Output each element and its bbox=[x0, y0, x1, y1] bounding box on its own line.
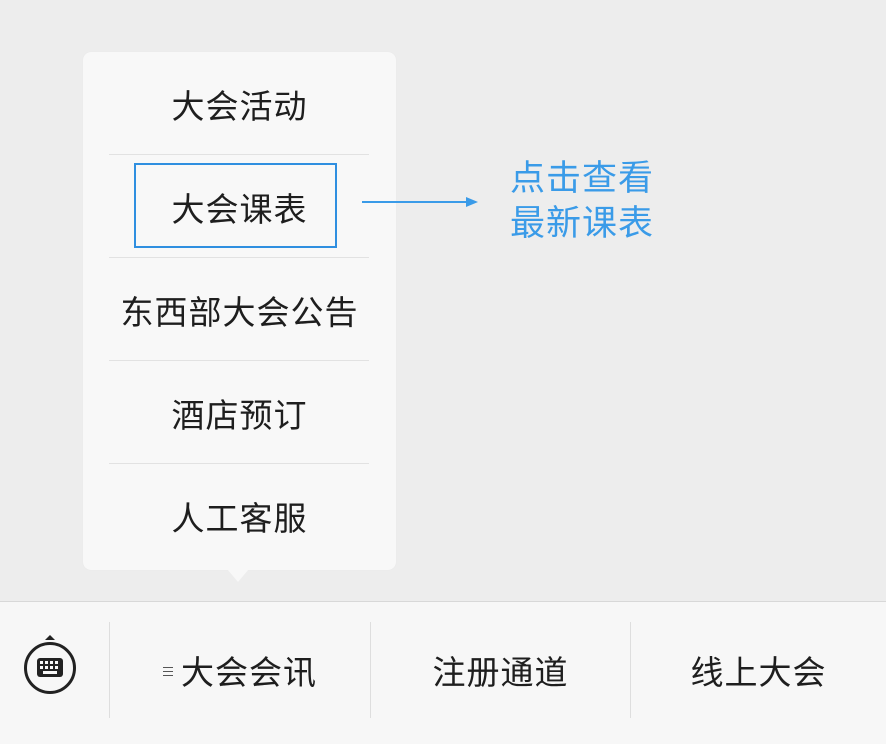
tab-registration[interactable]: 注册通道 bbox=[371, 602, 630, 738]
tab-label: 线上大会 bbox=[690, 653, 827, 692]
menu-item-label: 大会课表 bbox=[171, 189, 308, 229]
menu-divider bbox=[109, 154, 369, 155]
bar-separator bbox=[370, 622, 371, 718]
menu-item-announcement[interactable]: 东西部大会公告 bbox=[83, 258, 396, 361]
annotation-line-2: 最新课表 bbox=[510, 204, 655, 244]
menu-item-label: 酒店预订 bbox=[171, 395, 308, 435]
annotation-text: 点击查看 最新课表 bbox=[510, 157, 690, 247]
keyboard-icon bbox=[24, 642, 76, 694]
tab-label: 大会会讯 bbox=[181, 653, 317, 692]
menu-item-customer-service[interactable]: 人工客服 bbox=[83, 464, 396, 567]
menu-lines-icon bbox=[163, 664, 173, 679]
arrow-right-icon bbox=[466, 197, 478, 207]
menu-item-label: 大会活动 bbox=[171, 86, 308, 126]
tab-conference-news[interactable]: 大会会讯 bbox=[110, 602, 370, 738]
annotation-line-1: 点击查看 bbox=[510, 159, 655, 199]
menu-item-activities[interactable]: 大会活动 bbox=[83, 52, 396, 155]
bar-separator bbox=[630, 622, 631, 718]
bottom-menu-bar: 大会会讯 注册通道 线上大会 bbox=[0, 601, 886, 744]
popup-pointer bbox=[227, 569, 249, 582]
tab-label: 注册通道 bbox=[432, 653, 569, 692]
keyboard-toggle-button[interactable] bbox=[0, 602, 108, 744]
tab-online-conference[interactable]: 线上大会 bbox=[631, 602, 886, 738]
menu-item-schedule[interactable]: 大会课表 bbox=[83, 155, 396, 258]
popup-menu: 大会活动 大会课表 东西部大会公告 酒店预订 人工客服 bbox=[83, 52, 396, 570]
arrow-line bbox=[362, 201, 468, 203]
menu-divider bbox=[109, 257, 369, 258]
menu-item-hotel-booking[interactable]: 酒店预订 bbox=[83, 361, 396, 464]
caret-up-icon bbox=[45, 635, 55, 640]
menu-divider bbox=[109, 360, 369, 361]
menu-divider bbox=[109, 463, 369, 464]
bar-separator bbox=[109, 622, 110, 718]
menu-item-label: 东西部大会公告 bbox=[120, 292, 359, 332]
menu-item-label: 人工客服 bbox=[171, 498, 308, 538]
